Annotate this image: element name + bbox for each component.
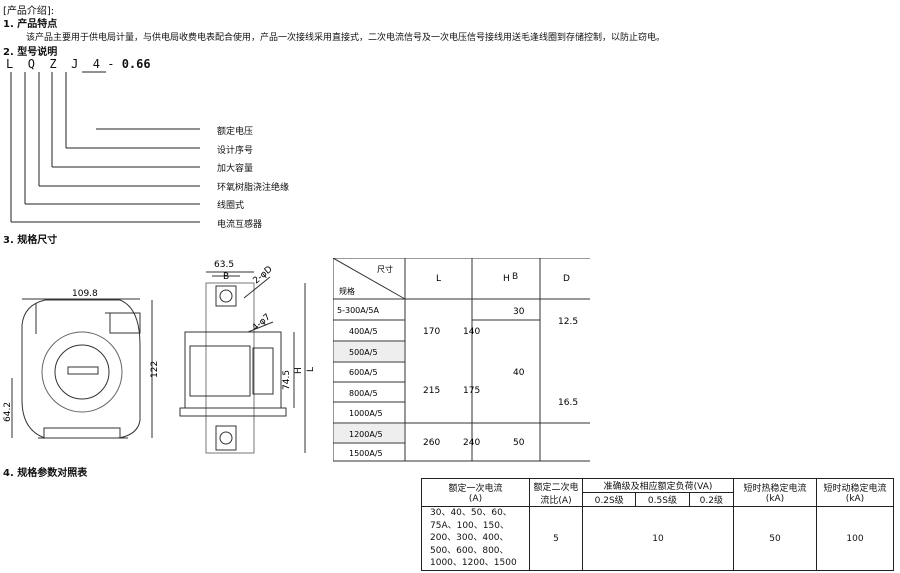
spec-2: 400A/5	[349, 327, 378, 336]
param-sub-05s: 0.5S级	[635, 492, 690, 507]
h-175: 175	[463, 386, 480, 396]
header-l: L	[436, 274, 441, 284]
legend-epoxy-insulation: 环氧树脂浇注绝缘	[217, 182, 290, 193]
h-140: 140	[463, 327, 480, 337]
param-header-thermal: 短时热稳定电流(kA)	[733, 478, 817, 507]
param-load: 10	[582, 506, 734, 571]
d-16-5: 16.5	[558, 398, 578, 408]
dim-l: L	[306, 367, 316, 372]
model-digit: 4	[92, 57, 100, 71]
header-b-label: B	[512, 272, 519, 282]
spec-1: 5-300A/5A	[337, 306, 380, 315]
param-header-dynamic: 短时动稳定电流(kA)	[816, 478, 894, 507]
legend-coil-type: 线圈式	[217, 201, 245, 212]
legend-design-number: 设计序号	[217, 145, 254, 156]
param-header-secondary: 额定二次电流比(A)	[529, 478, 583, 507]
spec-5: 800A/5	[349, 389, 378, 398]
section-4-title: 4. 规格参数对照表	[3, 468, 88, 479]
b-30: 30	[513, 307, 525, 317]
model-letter-j: J	[71, 57, 79, 71]
dim-b: B	[223, 272, 229, 282]
l-170: 170	[423, 327, 440, 337]
l-215: 215	[423, 386, 440, 396]
section-1-body: 该产品主要用于供电局计量，与供电局收费电表配合使用，产品一次接线采用直接式，二次…	[26, 33, 666, 43]
b-50: 50	[513, 438, 525, 448]
dim-64: 64.2	[3, 402, 13, 422]
param-thermal: 50	[733, 506, 817, 571]
spec-6: 1000A/5	[349, 409, 383, 418]
l-260: 260	[423, 438, 440, 448]
spec-4: 600A/5	[349, 368, 378, 377]
intro-title: [产品介绍]:	[3, 6, 55, 17]
spec-8: 1500A/5	[349, 449, 383, 458]
spec-3: 500A/5	[349, 348, 378, 357]
dim-109: 109.8	[72, 289, 98, 299]
param-sub-02s: 0.2S级	[581, 492, 637, 507]
dim-122: 122	[150, 361, 160, 378]
d-12-5: 12.5	[558, 317, 578, 327]
parameter-table: 额定一次电流(A) 额定二次电流比(A) 准确级及相应额定负荷(VA) 短时热稳…	[421, 478, 894, 571]
model-letter-q: Q	[27, 57, 35, 71]
section-3-title: 3. 规格尺寸	[3, 235, 58, 246]
header-d: D	[563, 274, 570, 284]
param-sub-02: 0.2级	[688, 492, 735, 507]
section-2-title: 2. 型号说明	[3, 47, 58, 58]
param-header-primary: 额定一次电流(A)	[421, 478, 530, 507]
dim-63: 63.5	[214, 260, 234, 270]
model-code: L Q Z J 4 - 0.66	[6, 57, 151, 71]
param-dynamic: 100	[816, 506, 894, 571]
dimension-table-grid: 尺寸 规格 L H B D 5-300A/5A 400A/5 500A/5 60…	[333, 258, 590, 462]
dimension-drawing: 109.8 122 64.2 63.5 B 2-φD 4-φ7 74.5 H L	[3, 260, 316, 454]
dim-h: H	[294, 367, 304, 374]
legend-enlarged-capacity: 加大容量	[217, 164, 254, 175]
header-h: H	[503, 274, 510, 284]
spec-7: 1200A/5	[349, 430, 383, 439]
h-240: 240	[463, 438, 480, 448]
corner-spec: 规格	[339, 286, 355, 296]
legend-rated-voltage: 额定电压	[217, 127, 254, 137]
param-header-accuracy: 准确级及相应额定负荷(VA)	[582, 478, 734, 493]
section-1-title: 1. 产品特点	[3, 19, 58, 30]
dim-74: 74.5	[282, 370, 292, 390]
legend-current-transformer: 电流互感器	[217, 219, 263, 230]
model-letter-l: L	[6, 57, 14, 71]
model-letter-z: Z	[49, 57, 57, 71]
param-currents: 30、40、50、60、 75A、100、150、 200、300、400、 5…	[421, 506, 530, 571]
corner-size: 尺寸	[377, 264, 393, 274]
b-40: 40	[513, 368, 525, 378]
param-secondary: 5	[529, 506, 583, 571]
model-legend: 额定电压 设计序号 加大容量 环氧树脂浇注绝缘 线圈式 电流互感器	[217, 123, 289, 235]
model-voltage: 0.66	[121, 57, 151, 71]
model-dash: -	[107, 57, 115, 71]
